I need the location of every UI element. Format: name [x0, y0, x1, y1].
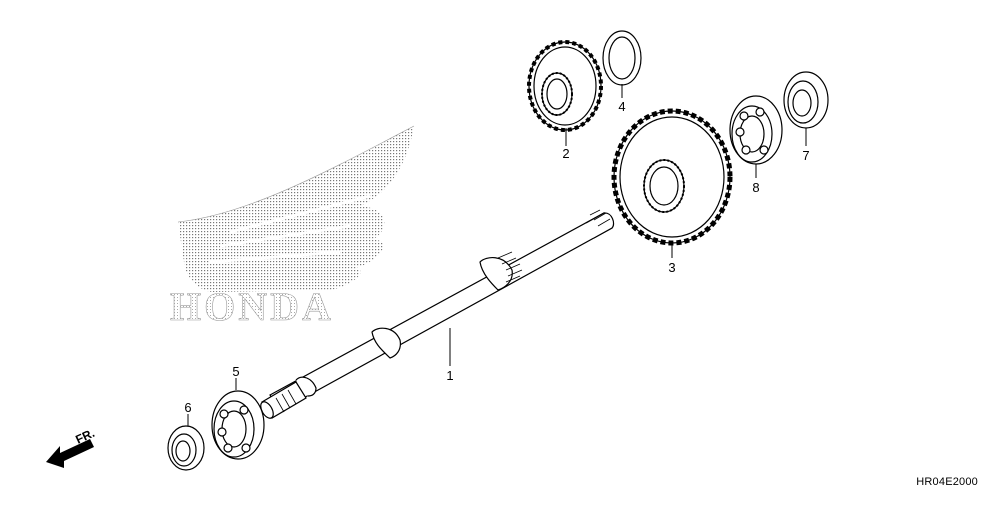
callout-large-gear: 3 — [668, 260, 675, 275]
front-arrow-label: FR. — [73, 426, 96, 447]
front-direction-arrow: FR. — [46, 426, 97, 468]
callout-oil-seal-right: 7 — [802, 148, 809, 163]
ball-bearing-left — [212, 391, 264, 459]
ball-bearing-right — [730, 96, 782, 164]
oil-seal-left — [168, 426, 204, 470]
callout-thrust-washer: 4 — [618, 99, 625, 114]
callout-shaft: 1 — [446, 368, 453, 383]
large-gear — [614, 111, 730, 243]
callout-oil-seal-left: 6 — [184, 400, 191, 415]
small-gear — [529, 42, 601, 130]
callout-ball-bearing-right: 8 — [752, 180, 759, 195]
callout-ball-bearing-left: 5 — [232, 364, 239, 379]
callout-small-gear: 2 — [562, 146, 569, 161]
oil-seal-right — [784, 72, 828, 128]
thrust-washer — [603, 31, 641, 85]
honda-wordmark: HONDA — [170, 284, 334, 329]
drawing-code: HR04E2000 — [916, 476, 978, 488]
honda-wing-logo: HONDA — [170, 126, 414, 329]
